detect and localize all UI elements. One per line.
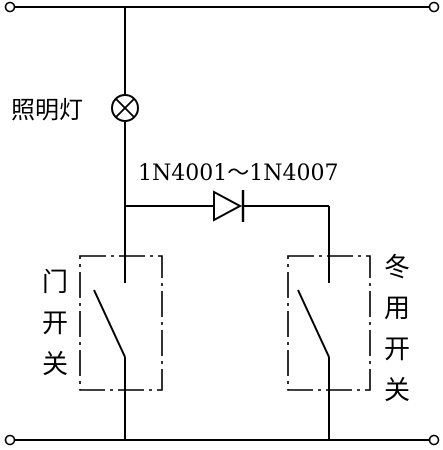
bottom-right-terminal (428, 434, 440, 446)
winter-switch-label-char-2: 用 (384, 294, 410, 324)
diode-label: 1N4001～1N4007 (138, 161, 338, 186)
door-switch-label-char-2: 开 (42, 309, 68, 339)
top-right-terminal (428, 1, 440, 13)
winter-switch-label-char-4: 关 (384, 376, 410, 406)
top-left-terminal (4, 1, 16, 13)
door-switch-icon (93, 262, 126, 440)
door-switch-label-char-1: 门 (42, 268, 68, 298)
lamp-label: 照明灯 (11, 96, 83, 124)
door-switch-label-char-3: 关 (42, 350, 68, 380)
winter-switch-label-char-3: 开 (384, 335, 410, 365)
winter-switch-icon (297, 262, 330, 440)
bottom-left-terminal (4, 434, 16, 446)
diode-icon (213, 190, 245, 222)
lamp-icon (111, 94, 139, 122)
winter-switch-label-char-1: 冬 (384, 253, 410, 283)
door-switch-box (79, 255, 163, 391)
